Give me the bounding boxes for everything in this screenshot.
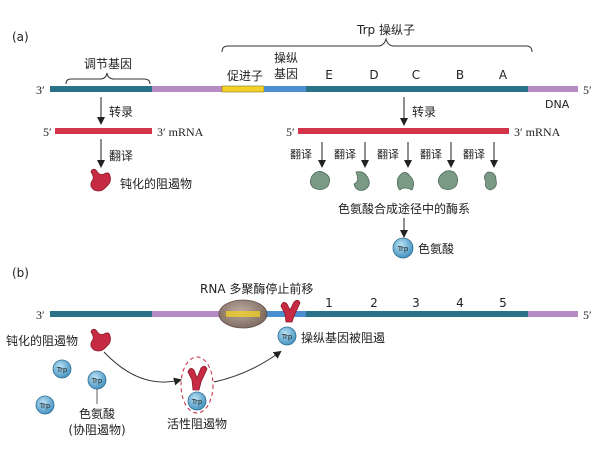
panel-a-label: (a) [12, 30, 29, 44]
dna-a-5-end: 5′ [583, 83, 592, 97]
left-mrna-label: 3′ mRNA [157, 125, 204, 139]
gene-label-e: E [325, 68, 333, 82]
dna-b-5-end: 5′ [583, 308, 592, 322]
gene-number-3: 3 [412, 296, 420, 310]
enzyme-a [484, 171, 497, 191]
right-mrna [298, 128, 509, 134]
enzymes-label: 色氨酸合成途径中的酶系 [338, 201, 470, 216]
tryptophan-label: 色氨酸 [418, 241, 454, 256]
translation-label-5: 翻译 [463, 147, 485, 161]
translation-label-2: 翻译 [334, 147, 356, 161]
enzyme-c [396, 172, 414, 191]
right-transcription-label: 转录 [412, 104, 436, 119]
gene-label-c: C [412, 68, 420, 82]
active-repressor-label: 活性阻遏物 [167, 417, 227, 431]
translation-label-1: 翻译 [290, 147, 312, 161]
corepressor-label-line1: 色氨酸 [79, 406, 115, 421]
bound-trp-badge: Trp [281, 333, 293, 341]
dna-strand-a [50, 85, 578, 93]
right-mrna-label: 3′ mRNA [514, 125, 561, 139]
corepressor-label-line2: (协阻遏物) [68, 422, 125, 437]
left-translation-label: 翻译 [109, 149, 133, 163]
active-repressor [187, 365, 208, 391]
bound-trp [277, 326, 297, 346]
free-trp-1-badge: Trp [56, 366, 68, 374]
translation-label-3: 翻译 [377, 147, 399, 161]
enzyme-b [438, 170, 458, 190]
left-mrna-5-end: 5′ [43, 125, 52, 139]
regulator-bracket [65, 72, 151, 85]
operon-bracket [221, 37, 533, 53]
active-repressor-outline [180, 356, 214, 414]
trp-molecule-a [392, 237, 414, 259]
dna-a-3-end: 3′ [36, 83, 45, 97]
inactive-repressor-b [90, 328, 111, 352]
enzyme-d [353, 171, 370, 191]
activation-arrow [103, 351, 182, 386]
free-trp-3 [35, 395, 55, 415]
gene-label-d: D [369, 68, 378, 82]
gene-label-b: B [456, 68, 464, 82]
enzymes [310, 170, 497, 191]
translation-label-4: 翻译 [420, 147, 442, 161]
gene-number-1: 1 [325, 296, 333, 310]
dna-b-3-end: 3′ [36, 308, 45, 322]
translation-arrows [318, 142, 498, 168]
operator-label-line2: 基因 [274, 67, 298, 81]
regulator-gene-label: 调节基因 [84, 57, 132, 71]
gene-number-5: 5 [499, 296, 507, 310]
polymerase-caption: RNA 多聚酶停止前移 [200, 281, 313, 296]
inactive-repressor-a-label: 钝化的阻遏物 [120, 176, 192, 191]
panel-b-label: (b) [12, 266, 29, 280]
trp-molecule-a-badge: Trp [397, 245, 409, 253]
inactive-repressor-a [90, 168, 111, 192]
operator-label-line1: 操纵 [274, 50, 298, 65]
left-mrna [55, 128, 152, 134]
polymerase-on-promoter [226, 311, 260, 317]
inactive-repressor-b-label: 钝化的阻遏物 [6, 333, 78, 348]
gene-number-2: 2 [370, 296, 378, 310]
active-repressor-trp [187, 391, 207, 411]
dna-strand-b [50, 310, 578, 318]
free-trp-3-badge: Trp [39, 402, 51, 410]
binding-arrow [213, 350, 282, 383]
right-mrna-5-end: 5′ [286, 125, 295, 139]
operator-blocked-label: 操纵基因被阻遏 [301, 330, 385, 345]
dna-label: DNA [545, 98, 570, 111]
operon-title: Trp 操纵子 [356, 22, 415, 37]
free-trp-1 [52, 359, 72, 379]
promoter-label: 促进子 [227, 69, 263, 83]
active-repressor-trp-badge: Trp [191, 398, 203, 406]
gene-number-4: 4 [456, 296, 464, 310]
bound-repressor [280, 299, 301, 323]
gene-label-a: A [499, 68, 508, 82]
enzyme-e [310, 171, 330, 190]
left-transcription-label: 转录 [109, 104, 133, 119]
free-trp-2-badge: Trp [91, 377, 103, 385]
